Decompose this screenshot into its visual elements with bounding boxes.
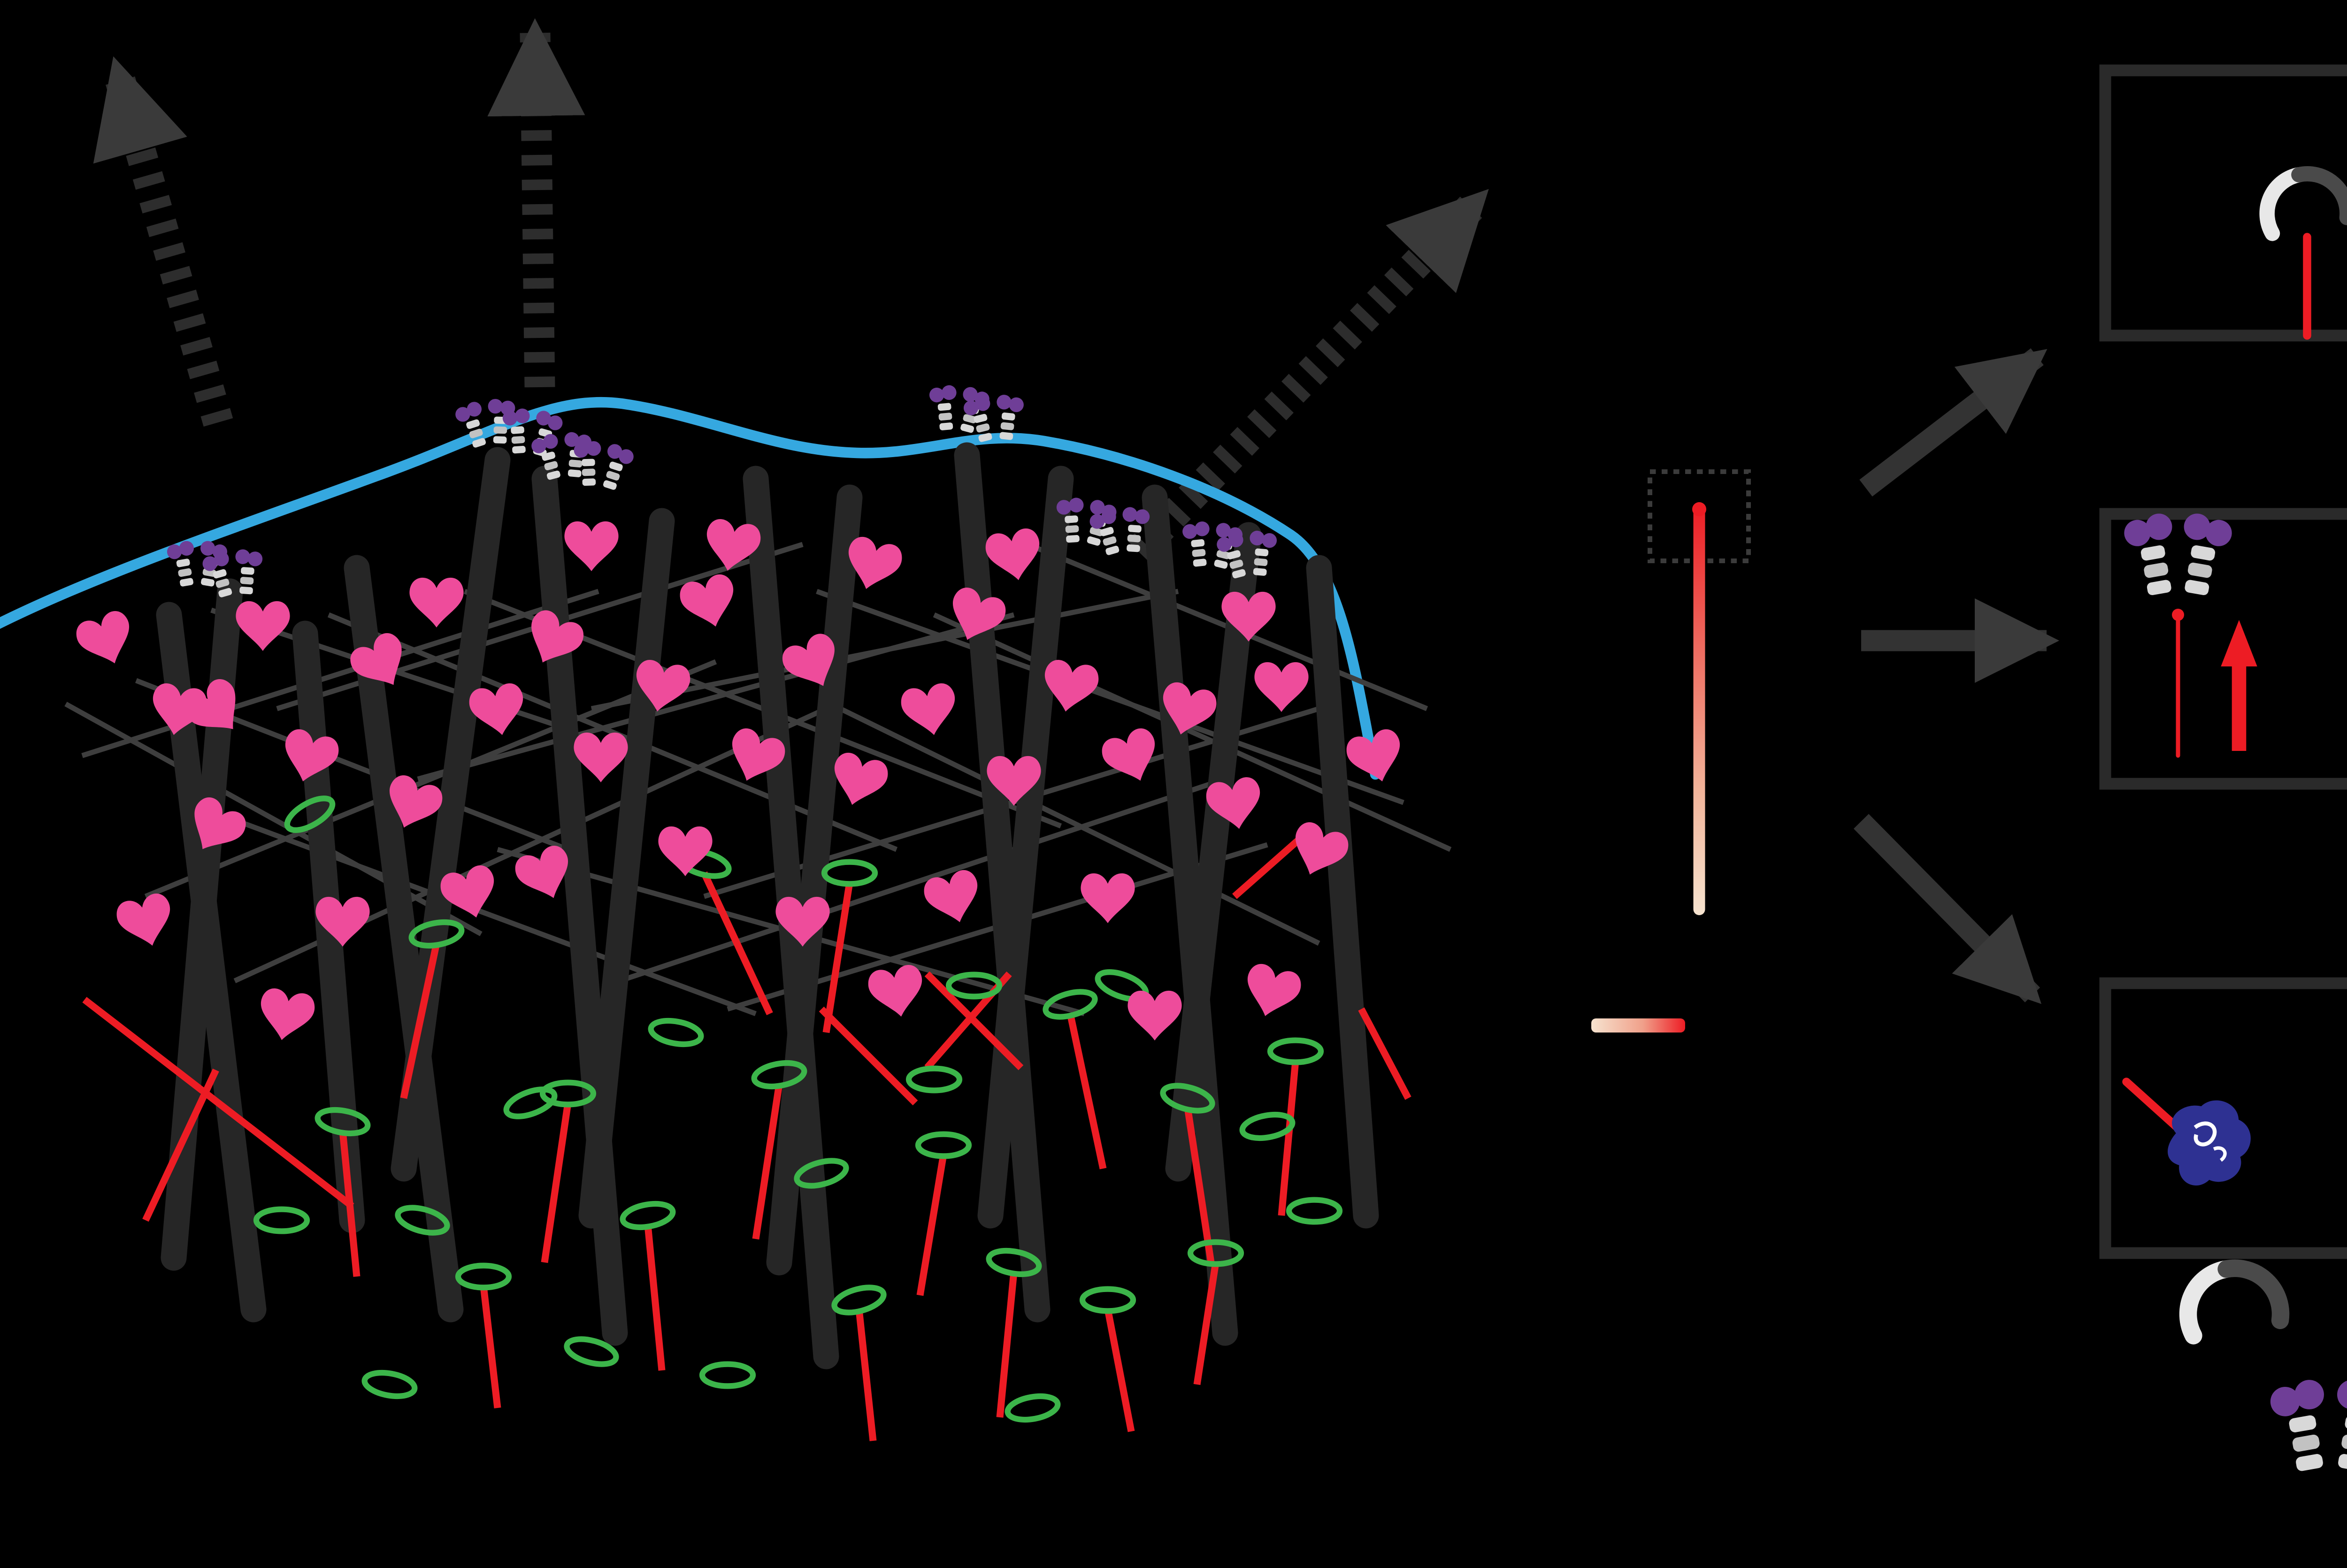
- pink-branch-icon: [1254, 662, 1309, 712]
- protrusion-arrow: [1127, 189, 1490, 562]
- capping-arc-icon: [2181, 1261, 2282, 1336]
- green-ring-icon: [256, 1209, 307, 1231]
- pink-branch-icon: [1239, 961, 1304, 1023]
- pink-branch-icon: [983, 526, 1045, 585]
- actin-bundle: [1142, 484, 1238, 1346]
- pink-branch-icon: [409, 577, 464, 627]
- green-ring-icon: [1006, 1393, 1059, 1423]
- actin-bundle: [766, 484, 863, 1276]
- actin-bundle: [1306, 555, 1379, 1229]
- protrusion-arrow: [93, 56, 233, 427]
- capping-arc-icon: [2260, 167, 2347, 234]
- protrusion-arrow: [487, 18, 585, 388]
- red-filament: [701, 871, 773, 1016]
- red-filament: [819, 1006, 918, 1106]
- red-filament: [1184, 1107, 1215, 1263]
- green-ring-icon: [824, 862, 875, 884]
- green-ring-icon: [918, 1134, 969, 1156]
- pink-branch-icon: [658, 826, 713, 876]
- pink-branch-icon: [574, 732, 628, 782]
- pink-branch-icon: [564, 521, 619, 571]
- red-filament: [822, 881, 853, 1033]
- red-filament: [644, 1224, 666, 1371]
- pink-branch-icon: [898, 681, 961, 740]
- actin-crosslink-line: [64, 702, 483, 936]
- red-filament: [480, 1285, 501, 1408]
- actin-crosslink-line: [839, 706, 1320, 946]
- red-filament: [1066, 1013, 1107, 1170]
- green-ring-icon: [702, 1364, 753, 1386]
- green-ring-icon: [1043, 987, 1097, 1021]
- green-ring-icon: [621, 1201, 675, 1231]
- green-ring-icon: [1270, 1040, 1321, 1063]
- green-ring-icon: [458, 1266, 509, 1288]
- green-ring-icon: [1082, 1289, 1133, 1311]
- actin-crosslink-line: [81, 589, 599, 758]
- red-dot-icon: [2172, 609, 2184, 621]
- red-arrow-icon: [2221, 620, 2257, 751]
- red-filament: [1193, 1262, 1220, 1385]
- red-filament: [400, 942, 440, 1099]
- green-ring-icon: [832, 1283, 886, 1317]
- fate-arrow: [1853, 814, 2041, 1004]
- pink-branch-icon: [1081, 873, 1135, 923]
- red-filament: [541, 1102, 572, 1263]
- actin-bundle: [977, 466, 1074, 1229]
- red-filament: [1278, 1060, 1299, 1216]
- purple-dimer-icon: [2121, 511, 2235, 598]
- actin-bundle: [578, 508, 675, 1229]
- green-ring-icon: [503, 1084, 558, 1122]
- pink-branch-icon: [236, 601, 290, 651]
- actin-crosslink-line: [417, 612, 1015, 782]
- barbed-end-dot: [1692, 502, 1706, 516]
- red-filament: [82, 997, 354, 1209]
- actin-bundle: [1165, 522, 1262, 1182]
- lamellipodium-illustration: [0, 18, 1490, 1441]
- red-filament: [752, 1083, 783, 1240]
- pink-branch-icon: [113, 890, 179, 953]
- actin-bundle: [391, 447, 511, 1182]
- green-ring-icon: [909, 1069, 959, 1091]
- green-ring-icon: [1289, 1200, 1340, 1222]
- pink-branch-icon: [255, 986, 317, 1045]
- actin-crosslink-line: [933, 612, 1452, 852]
- pathway-and-legend: [2121, 95, 2347, 1475]
- purple-dimer-icon: [2267, 1377, 2347, 1475]
- pink-branch-icon: [866, 963, 928, 1022]
- green-ring-icon: [363, 1369, 416, 1400]
- membrane-line: [0, 397, 1381, 780]
- filament-fragment: [1591, 1018, 1685, 1033]
- red-filament: [916, 1154, 947, 1296]
- red-filament: [924, 971, 1024, 1071]
- actin-crosslink-line: [605, 776, 1226, 988]
- red-filament: [142, 1068, 219, 1222]
- red-filament: [996, 1271, 1018, 1418]
- panel-box-2: [2099, 508, 2347, 790]
- pink-branch-icon: [1127, 990, 1182, 1040]
- pink-branch-icon: [72, 607, 140, 673]
- single-filament-zoom: [1591, 348, 2059, 1033]
- red-filament: [339, 1131, 360, 1277]
- blue-protein-icon: [2160, 1095, 2258, 1190]
- red-filament: [1358, 1007, 1411, 1100]
- red-filament: [1104, 1308, 1135, 1432]
- green-ring-icon: [649, 1017, 703, 1048]
- red-filament: [855, 1309, 877, 1441]
- panel-box-3: [2099, 977, 2347, 1259]
- actin-crosslink-line: [327, 612, 898, 852]
- fate-arrow: [1859, 348, 2048, 497]
- actin-bundle: [344, 555, 464, 1323]
- aging-filament: [1693, 502, 1705, 915]
